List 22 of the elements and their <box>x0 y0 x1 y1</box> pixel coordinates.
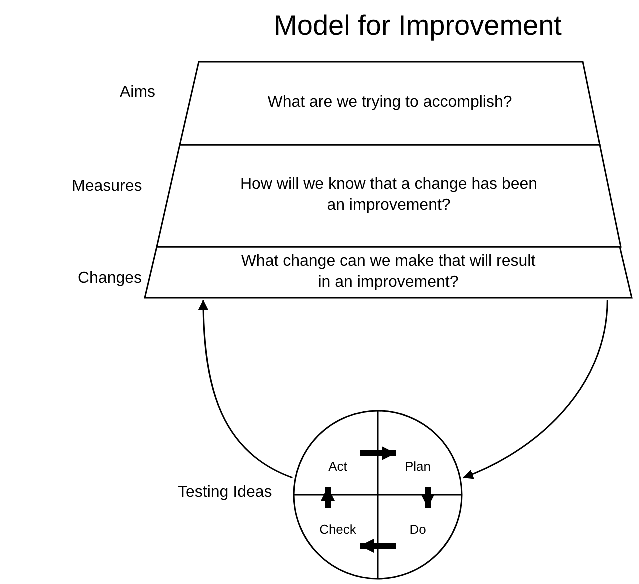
trapezoid-band <box>145 247 632 298</box>
step-label: Check <box>320 522 356 538</box>
cycle-circle <box>293 410 463 580</box>
step-label: Act <box>328 459 348 476</box>
thick-arrow <box>321 487 335 508</box>
thick-arrow <box>360 539 396 553</box>
thick-arrow <box>421 487 435 508</box>
trapezoid-band <box>157 145 621 247</box>
row-label: Measures <box>72 178 142 196</box>
row-label: Changes <box>78 270 142 288</box>
row-label: Testing Ideas <box>178 484 272 502</box>
question-text: What are we trying to accomplish? <box>268 93 512 114</box>
question-text: What change can we make that will result in an improvement? <box>240 252 537 292</box>
trapezoid-band <box>180 62 600 145</box>
step-label: Plan <box>404 459 432 476</box>
thick-arrow <box>360 446 396 460</box>
row-label: Aims <box>120 84 156 102</box>
curved-arrow <box>198 300 293 479</box>
title: Model for Improvement <box>274 10 562 42</box>
step-label: Do <box>410 522 426 538</box>
question-text: How will we know that a change has been an improvement? <box>239 175 539 216</box>
curved-arrow <box>463 300 608 479</box>
